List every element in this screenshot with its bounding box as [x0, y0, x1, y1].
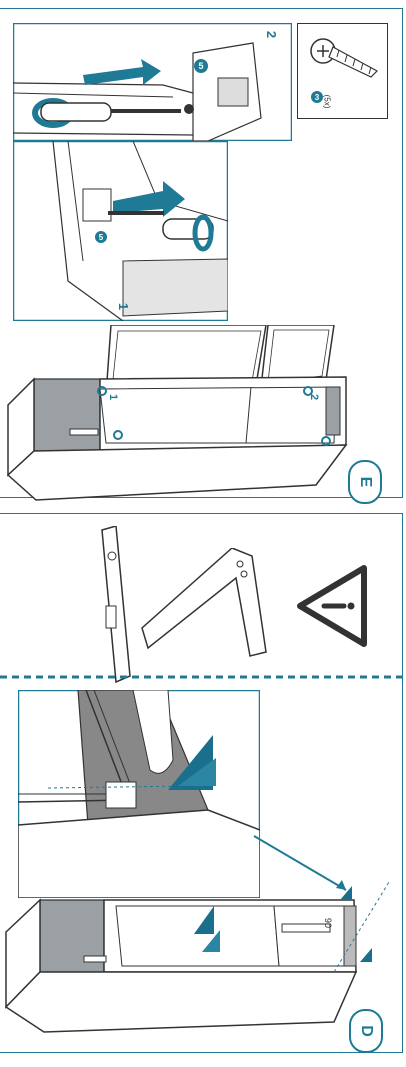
screw-step-badge: 3	[311, 91, 323, 103]
panel-badge-d: D	[349, 1009, 383, 1053]
square-tool-icon	[141, 548, 267, 657]
callout-arrow	[253, 835, 347, 891]
detail-screwdriver-top	[13, 23, 292, 141]
hole-count-label: 90	[323, 917, 334, 929]
panel-e: 2 5 3 (5x) 1 5	[0, 8, 403, 504]
hinge-label-left: 1	[107, 393, 120, 401]
detail-alignment-zoom	[18, 690, 260, 898]
step-label-left: 1	[116, 302, 132, 311]
panel-d: 90 D	[0, 513, 403, 1053]
appliance-doors-open	[6, 325, 348, 501]
tool-step-badge-bottom: 5	[95, 231, 107, 243]
warning-icon	[297, 565, 367, 647]
screw-count-label: (5x)	[322, 94, 332, 109]
panel-badge-e: E	[348, 460, 382, 504]
detail-screwdriver-hinge	[13, 141, 228, 321]
hinge-label-right: 2	[308, 393, 321, 401]
level-tool-icon	[101, 526, 131, 684]
appliance-top-view	[4, 882, 390, 1033]
screw-detail-box	[297, 23, 388, 119]
step-label-top: 2	[264, 30, 280, 39]
tool-step-badge-top: 5	[194, 59, 208, 73]
dashed-separator	[0, 675, 403, 679]
